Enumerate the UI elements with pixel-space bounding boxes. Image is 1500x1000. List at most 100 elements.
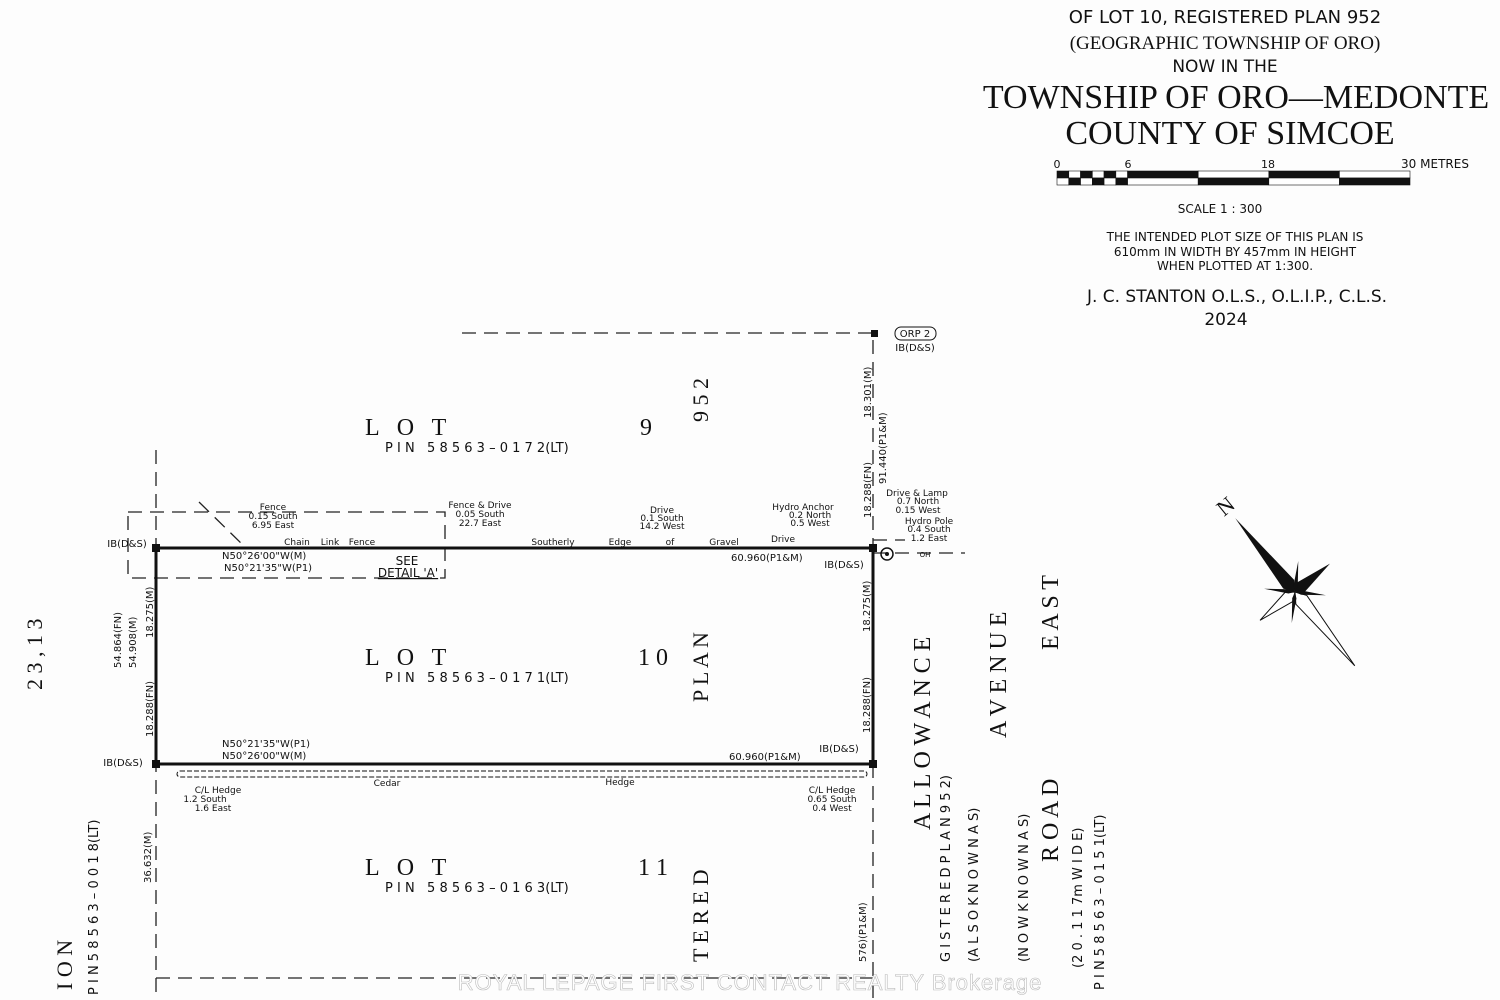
ib-sw: IB(D&S) (103, 758, 143, 769)
scale-bar (1056, 170, 1411, 186)
hydro-anchor-note: 0.5 West (790, 519, 830, 529)
north-bearing-p1: N50°21'35"W(P1) (224, 563, 312, 574)
ib-nw: IB(D&S) (107, 539, 147, 550)
scale-bar-segment (1092, 177, 1105, 186)
hedge-west-note: 1.2 South (183, 795, 226, 805)
east-north-fn: 18.288(FN) (863, 462, 874, 518)
scale-bar-segment (1068, 170, 1081, 179)
plan-label: P L A N (688, 632, 713, 702)
surveyor-name: J. C. STANTON O.L.S., O.L.I.P., C.L.S. (1086, 287, 1387, 307)
registered-label: T E R E D (688, 870, 713, 962)
north-bearing-m: N50°26'00"W(M) (222, 551, 306, 562)
lot-10-label: L O T (365, 645, 452, 671)
dimensions: N50°26'00"W(M) N50°21'35"W(P1) N50°21'35… (113, 366, 889, 962)
plot-note-2: 610mm IN WIDTH BY 457mm IN HEIGHT (1114, 245, 1357, 259)
chain-link-label: Fence (349, 538, 376, 548)
cedar-label: Cedar (374, 779, 401, 789)
detail-a-box (127, 511, 446, 579)
scale-bar-segment (1080, 177, 1093, 186)
scale-bar-segment (1197, 177, 1270, 186)
north-arrow-icon: N (1211, 491, 1356, 667)
concession-label: 2 3 , 1 3 (22, 619, 47, 691)
iron-bar-orp (871, 330, 878, 337)
south-bearing-m: N50°26'00"W(M) (222, 751, 306, 762)
vertical-labels: 9 5 2 P L A N T E R E D A L L O W A N C … (22, 378, 1108, 995)
lot-11-pin: P I N 5 8 5 6 3 – 0 1 6 3(LT) (385, 881, 569, 896)
title-block: OF LOT 10, REGISTERED PLAN 952 (GEOGRAPH… (983, 7, 1489, 330)
scale-bar-segment (1068, 177, 1081, 186)
boundary-lines (127, 330, 965, 1000)
fence-note: 0.15 South (248, 512, 297, 522)
scale-bar-segment (1056, 170, 1070, 179)
survey-year: 2024 (1204, 310, 1247, 330)
fence-drive-note: Fence & Drive (448, 501, 512, 511)
hedge-east-note: C/L Hedge (809, 786, 856, 796)
road-width-label: (2 0 . 1 1 7m W I D E) (1071, 828, 1086, 968)
scale-bar-segment (1056, 177, 1070, 186)
iron-bar-nw (152, 544, 160, 552)
ion-label: I O N (52, 940, 77, 990)
plot-note-1: THE INTENDED PLOT SIZE OF THIS PLAN IS (1106, 230, 1364, 244)
iron-bar-se (869, 760, 877, 768)
east-mid-dim: 18.275(M) (862, 580, 873, 632)
fence-note: 6.95 East (252, 521, 295, 531)
chain-link-label: Link (321, 538, 340, 548)
scale-bar-segment (1103, 177, 1117, 186)
county-title: COUNTY OF SIMCOE (1065, 115, 1394, 152)
scale-bar-segment (1103, 170, 1117, 179)
registered-plan-952-label: G I S T E R E D P L A N 9 5 2) (939, 775, 954, 962)
hydro-pole-note: 0.4 South (907, 525, 950, 535)
title-line-3: NOW IN THE (1172, 57, 1277, 77)
scale-bar-segment (1115, 177, 1128, 186)
road-pin-label: P I N 5 8 5 6 3 – 0 1 5 1(LT) (1093, 815, 1108, 990)
fence-drive-note: 0.05 South (455, 510, 504, 520)
west-top-dim: 18.275(M) (145, 586, 156, 638)
gravel-edge-label: of (666, 538, 676, 548)
hydro-anchor-note: 0.2 North (789, 511, 831, 521)
drive-note: 14.2 West (639, 522, 684, 532)
lot-9-boundary (462, 332, 874, 548)
hedge-east-note: 0.4 West (812, 804, 852, 814)
scale-tick-18: 18 (1261, 158, 1275, 171)
scale-bar-segment (1127, 177, 1199, 186)
orp-label: ORP 2 (900, 329, 930, 340)
drive-lamp-note: Drive & Lamp (886, 489, 948, 499)
lot-9-pin: P I N 5 8 5 6 3 – 0 1 7 2(LT) (385, 441, 569, 456)
hedge-label: Hedge (605, 778, 635, 788)
road-label: R O A D (1038, 779, 1064, 862)
lot-11-label: L O T (365, 855, 452, 881)
scale-bar-segment (1092, 170, 1105, 179)
scale-bar-segment (1339, 170, 1411, 179)
fence-drive-note: 22.7 East (459, 519, 502, 529)
iron-bar-ne (869, 544, 877, 552)
hedge-west-note: 1.6 East (195, 804, 232, 814)
hedge-west-note: C/L Hedge (195, 786, 242, 796)
hydro-pole-icon (880, 547, 894, 561)
hydro-anchor-note: Hydro Anchor (772, 503, 834, 513)
gravel-edge-label: Southerly (531, 538, 575, 548)
now-known-as-label: (N O W K N O W N A S) (1017, 814, 1032, 962)
scale-bar-segment (1197, 170, 1270, 179)
south-length: 60.960(P1&M) (729, 752, 801, 763)
overhead-label: OH (920, 551, 931, 559)
drive-note: 0.1 South (640, 514, 683, 524)
drive-lamp-note: 0.15 West (895, 506, 940, 516)
gravel-edge-label: Edge (609, 538, 632, 548)
south-bearing-p1: N50°21'35"W(P1) (222, 739, 310, 750)
annotations: IB(D&S) IB(D&S) IB(D&S) IB(D&S) IB(D&S) … (103, 326, 954, 814)
plan-952-label: 9 5 2 (688, 378, 713, 422)
east-label: E A S T (1038, 575, 1064, 650)
lot-10-boundary (154, 546, 875, 766)
gravel-edge-label: Gravel (709, 538, 739, 548)
also-known-as-label: (A L S O K N O W N A S) (967, 808, 982, 962)
scale-label: SCALE 1 : 300 (1178, 202, 1263, 216)
svg-text:N: N (1211, 491, 1239, 520)
west-bottom-dim: 18.288(FN) (145, 681, 156, 737)
lot-9-label: L O T (365, 415, 452, 441)
east-total: 91.440(P1&M) (878, 412, 889, 484)
see-detail-label: SEE (396, 554, 419, 568)
plot-note-3: WHEN PLOTTED AT 1:300. (1157, 259, 1313, 273)
township-title: TOWNSHIP OF ORO—MEDONTE (983, 79, 1489, 116)
lot-9-number: 9 (640, 415, 652, 441)
